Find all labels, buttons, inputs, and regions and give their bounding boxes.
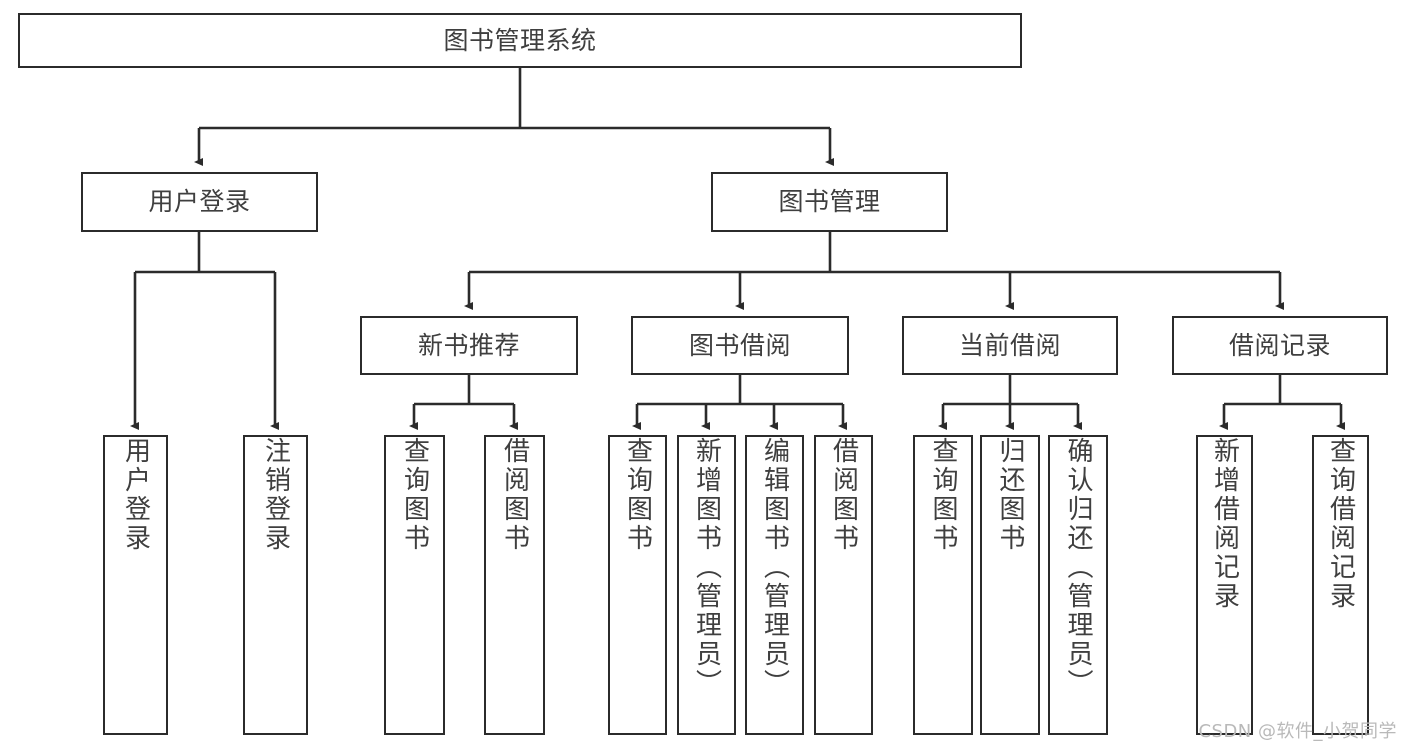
node-root[interactable]: 图书管理系统: [18, 13, 1022, 68]
node-new-book-recommend[interactable]: 新书推荐: [360, 316, 578, 375]
leaf-book-borrow-2-label: 新增图书（管理员）: [691, 437, 722, 698]
leaf-current-borrow-3[interactable]: 确认归还（管理员）: [1048, 435, 1108, 735]
leaf-borrow-record-2[interactable]: 查询借阅记录: [1312, 435, 1369, 735]
leaf-borrow-record-1[interactable]: 新增借阅记录: [1196, 435, 1253, 735]
leaf-user-login-2[interactable]: 注销登录: [243, 435, 308, 735]
node-user-login-label: 用户登录: [148, 187, 251, 217]
leaf-user-login-1-label: 用户登录: [120, 437, 151, 553]
leaf-book-borrow-1[interactable]: 查询图书: [608, 435, 667, 735]
node-book-borrow-label: 图书借阅: [688, 330, 791, 360]
node-borrow-record-label: 借阅记录: [1228, 330, 1331, 360]
leaf-current-borrow-2-label: 归还图书: [995, 437, 1025, 553]
leaf-current-borrow-1[interactable]: 查询图书: [913, 435, 973, 735]
node-new-book-recommend-label: 新书推荐: [417, 330, 520, 360]
leaf-new-book-1-label: 查询图书: [399, 437, 430, 553]
leaf-book-borrow-2[interactable]: 新增图书（管理员）: [677, 435, 736, 735]
leaf-current-borrow-2[interactable]: 归还图书: [980, 435, 1040, 735]
leaf-book-borrow-3[interactable]: 编辑图书（管理员）: [745, 435, 804, 735]
node-book-borrow[interactable]: 图书借阅: [631, 316, 849, 375]
node-current-borrow-label: 当前借阅: [958, 330, 1061, 360]
leaf-book-borrow-4-label: 借阅图书: [828, 437, 859, 553]
node-user-login[interactable]: 用户登录: [81, 172, 318, 232]
leaf-borrow-record-1-label: 新增借阅记录: [1209, 437, 1240, 611]
leaf-current-borrow-3-label: 确认归还（管理员）: [1063, 437, 1093, 698]
leaf-new-book-2-label: 借阅图书: [499, 437, 530, 553]
node-borrow-record[interactable]: 借阅记录: [1172, 316, 1388, 375]
leaf-new-book-2[interactable]: 借阅图书: [484, 435, 545, 735]
leaf-book-borrow-1-label: 查询图书: [622, 437, 653, 553]
leaf-borrow-record-2-label: 查询借阅记录: [1325, 437, 1356, 611]
leaf-book-borrow-4[interactable]: 借阅图书: [814, 435, 873, 735]
leaf-book-borrow-3-label: 编辑图书（管理员）: [759, 437, 790, 698]
leaf-new-book-1[interactable]: 查询图书: [384, 435, 445, 735]
node-current-borrow[interactable]: 当前借阅: [902, 316, 1118, 375]
leaf-user-login-1[interactable]: 用户登录: [103, 435, 168, 735]
leaf-current-borrow-1-label: 查询图书: [928, 437, 958, 553]
node-root-label: 图书管理系统: [443, 25, 597, 55]
node-book-management-label: 图书管理: [778, 187, 881, 217]
node-book-management[interactable]: 图书管理: [711, 172, 948, 232]
leaf-user-login-2-label: 注销登录: [260, 437, 291, 553]
